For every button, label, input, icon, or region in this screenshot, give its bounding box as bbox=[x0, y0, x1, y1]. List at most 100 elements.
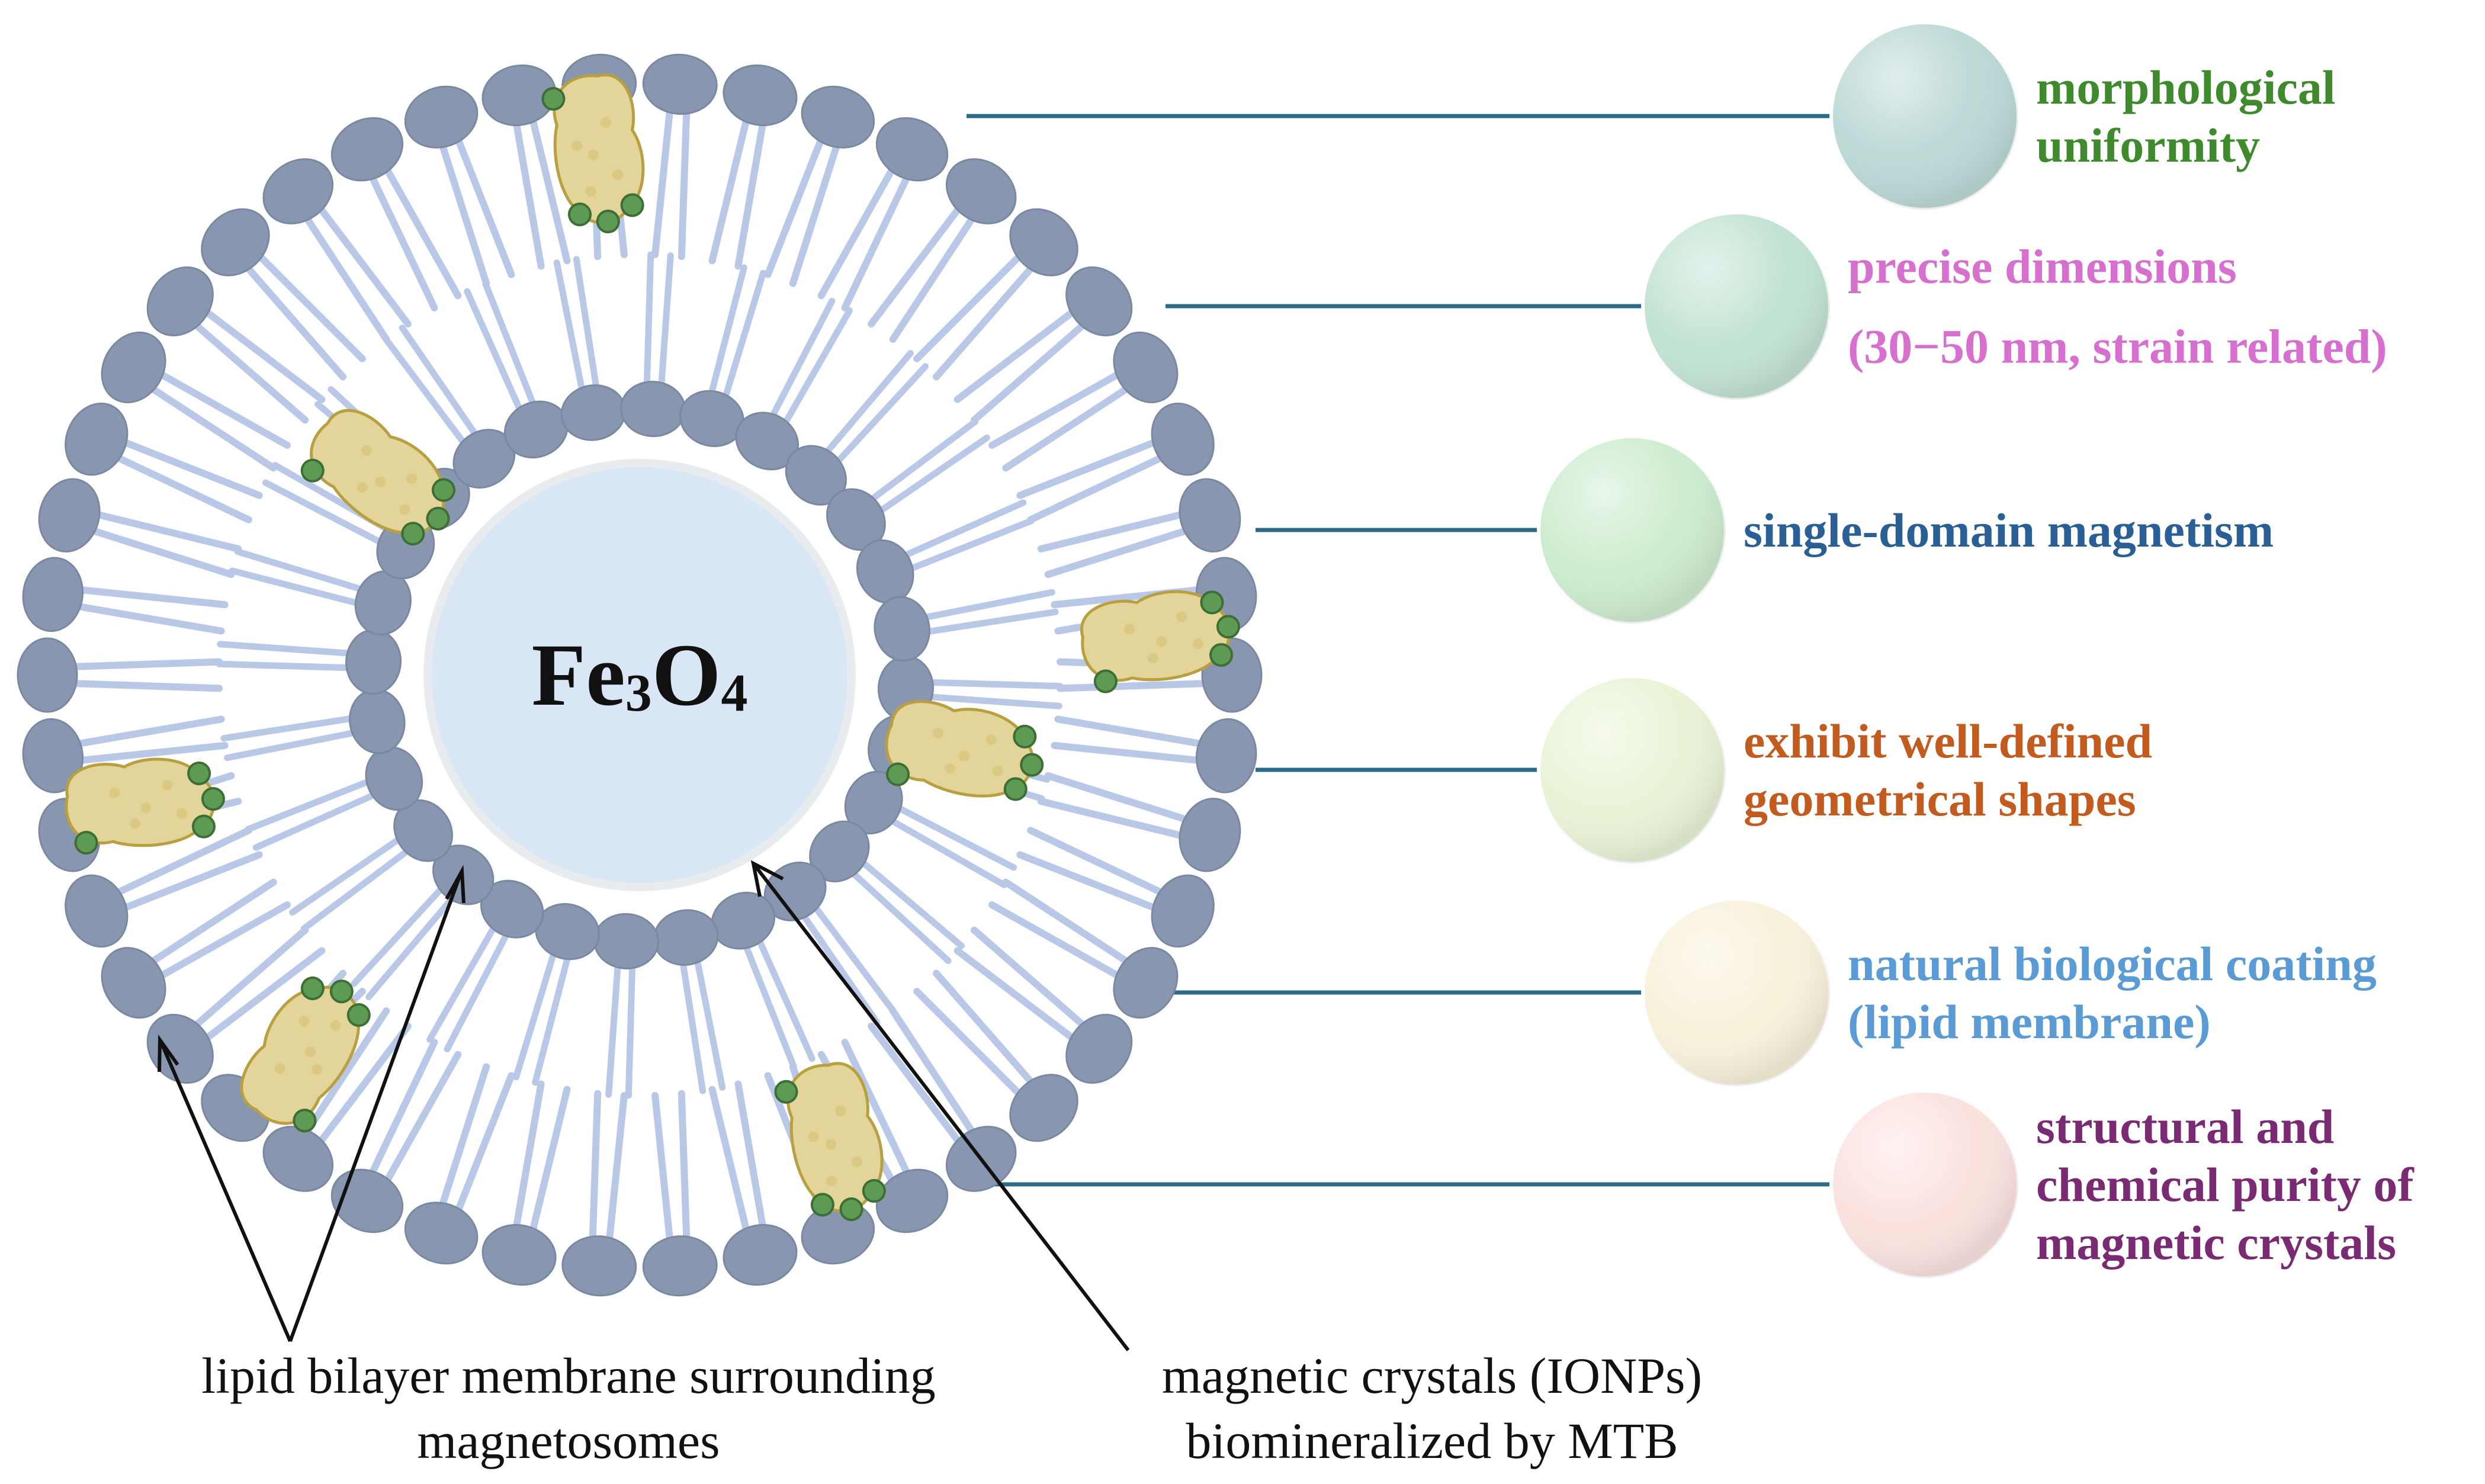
lipid-tail bbox=[863, 418, 979, 507]
lipid-tail bbox=[1002, 383, 1134, 472]
lipid-tail bbox=[889, 211, 978, 343]
property-label: natural biological coating bbox=[1848, 937, 2377, 991]
membrane-protein bbox=[65, 757, 225, 855]
protein-dot bbox=[567, 203, 592, 227]
lipid-tail bbox=[1016, 437, 1161, 499]
lipid-tail bbox=[889, 1007, 978, 1139]
lipid-tail bbox=[68, 658, 223, 670]
arrowhead-outer-membrane bbox=[158, 1034, 179, 1072]
lipid-tail bbox=[625, 956, 636, 1099]
lipid-tail bbox=[146, 878, 277, 967]
lipid-head bbox=[404, 85, 479, 149]
membrane-proteins bbox=[65, 73, 1240, 1222]
lipid-tail bbox=[367, 171, 438, 311]
caption-crystals: magnetic crystals (IONPs) biomineralized… bbox=[1162, 1347, 1702, 1469]
lipid-tail bbox=[242, 261, 347, 381]
connector-lines bbox=[967, 114, 1836, 1187]
lipid-tail bbox=[778, 307, 853, 432]
lipid-tail bbox=[438, 139, 490, 287]
protein-dot bbox=[431, 478, 455, 502]
protein-dot bbox=[1020, 753, 1044, 777]
property-sphere-shade bbox=[1539, 676, 1726, 863]
lipid-head bbox=[561, 1235, 637, 1297]
lipid-tail bbox=[871, 434, 990, 519]
protein-dot bbox=[74, 831, 98, 855]
lipid-head bbox=[1179, 478, 1241, 553]
lipid-tail bbox=[678, 953, 707, 1094]
lipid-head bbox=[1113, 331, 1179, 403]
lipid-head bbox=[1009, 1074, 1078, 1142]
protein-texture bbox=[130, 818, 141, 829]
property-label: single-domain magnetism bbox=[1744, 503, 2274, 557]
lipid-head bbox=[65, 874, 129, 948]
lipid-tail bbox=[1037, 510, 1189, 553]
protein-texture bbox=[959, 750, 970, 762]
property-label: magnetic crystals bbox=[2036, 1216, 2396, 1270]
protein-dot bbox=[329, 979, 354, 1004]
lipid-tail bbox=[217, 641, 359, 657]
lipid-tail bbox=[512, 943, 559, 1081]
lipid-tail bbox=[453, 1072, 515, 1218]
protein-dot bbox=[300, 458, 325, 483]
caption-membrane-line-1: lipid bilayer membrane surrounding bbox=[201, 1347, 936, 1404]
lipid-head bbox=[1065, 266, 1133, 336]
membrane-protein bbox=[774, 1062, 886, 1222]
pointer-arrows bbox=[158, 860, 1130, 1351]
lipid-head bbox=[38, 478, 101, 553]
lipid-tail bbox=[453, 133, 515, 278]
lipid-tail bbox=[657, 252, 674, 395]
membrane-protein bbox=[300, 409, 455, 546]
protein-dot bbox=[293, 1109, 317, 1133]
lipid-head bbox=[65, 402, 129, 476]
protein-dot bbox=[201, 787, 225, 811]
core-formula: Fe3O4 bbox=[532, 626, 748, 724]
lipid-tail bbox=[605, 1091, 628, 1247]
arrowhead-crystal bbox=[750, 860, 784, 897]
lipid-head bbox=[345, 629, 402, 695]
lipid-tail bbox=[1027, 452, 1168, 523]
protein-texture bbox=[992, 765, 1003, 776]
lipid-tail bbox=[830, 363, 929, 470]
lipid-head bbox=[101, 947, 166, 1019]
protein-texture bbox=[585, 186, 596, 197]
lipid-tail bbox=[708, 113, 751, 265]
property-spheres bbox=[1537, 21, 2020, 1280]
lipid-head bbox=[560, 384, 627, 441]
lipid-head bbox=[1113, 947, 1179, 1019]
protein-texture bbox=[1156, 636, 1167, 647]
lipid-tail bbox=[512, 1080, 545, 1234]
lipid-tail bbox=[845, 865, 952, 964]
lipid-tail bbox=[146, 383, 277, 472]
lipid-tail bbox=[988, 901, 1125, 981]
lipid-head bbox=[262, 158, 334, 224]
lipid-tail bbox=[1044, 526, 1193, 579]
protein-texture bbox=[304, 1046, 316, 1058]
protein-texture bbox=[406, 473, 418, 484]
lipid-tail bbox=[111, 827, 252, 898]
lipid-head bbox=[481, 1224, 557, 1286]
lipid-tail bbox=[920, 693, 1062, 709]
lipid-tail bbox=[841, 1039, 913, 1180]
lipid-tail bbox=[1037, 798, 1189, 840]
lipid-tail bbox=[895, 499, 1027, 562]
protein-dot bbox=[886, 762, 910, 786]
lipid-head bbox=[653, 909, 719, 966]
lipid-tail bbox=[200, 947, 326, 1044]
protein-dot bbox=[1093, 669, 1118, 693]
lipid-tail bbox=[808, 898, 897, 1014]
lipid-head bbox=[1151, 874, 1215, 948]
lipid-tail bbox=[528, 1085, 571, 1237]
lipid-tail bbox=[734, 116, 768, 270]
lipid-tail bbox=[678, 1090, 691, 1245]
protein-dot bbox=[620, 193, 644, 217]
lipid-head bbox=[1179, 798, 1241, 872]
lipid-tail bbox=[444, 924, 513, 1053]
protein-texture bbox=[826, 1175, 837, 1187]
lipid-tail bbox=[200, 306, 326, 403]
lipid-heads bbox=[17, 53, 1263, 1297]
lipid-tail bbox=[253, 250, 366, 362]
protein-dot bbox=[1200, 590, 1224, 615]
lipid-bilayer bbox=[17, 53, 1263, 1297]
arrow-crystal bbox=[753, 865, 1130, 1351]
property-sphere-shade bbox=[1831, 1091, 2018, 1278]
